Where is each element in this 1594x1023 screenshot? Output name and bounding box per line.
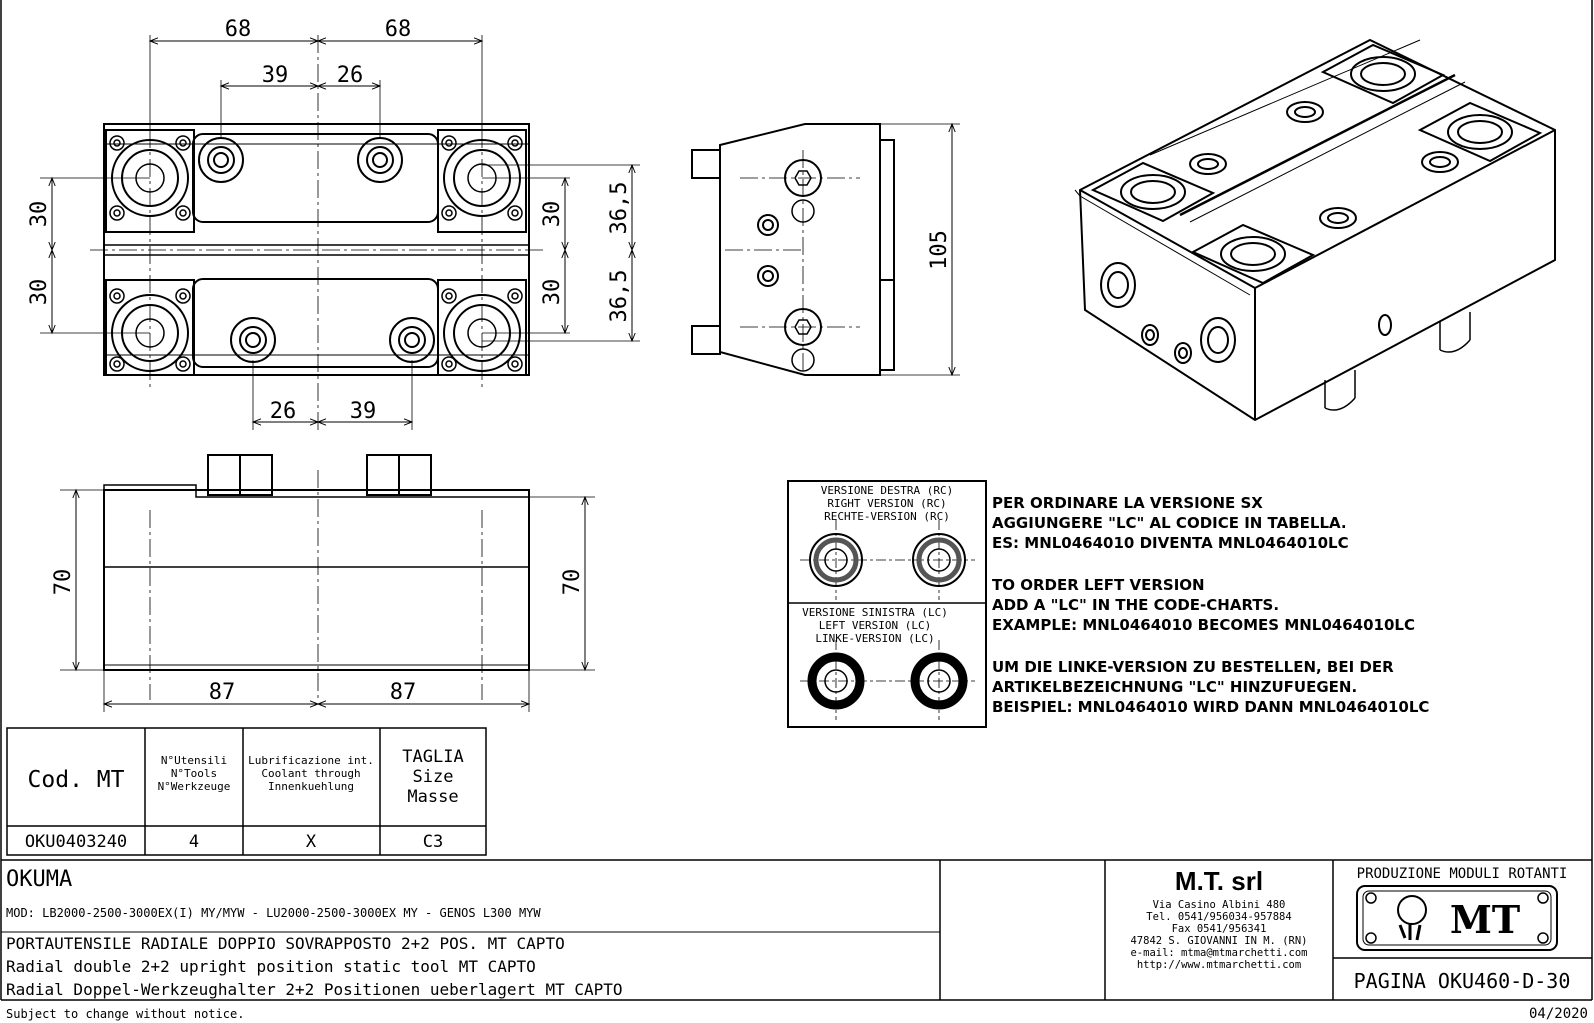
left-version-it: VERSIONE SINISTRA (LC) bbox=[802, 606, 948, 619]
model-list: MOD: LB2000-2500-3000EX(I) MY/MYW - LU20… bbox=[6, 906, 541, 920]
note-it-2: AGGIUNGERE "LC" AL CODICE IN TABELLA. bbox=[992, 514, 1347, 532]
revision-date: 04/2020 bbox=[1529, 1006, 1588, 1022]
company-email: e-mail: mtma@mtmarchetti.com bbox=[1130, 947, 1307, 959]
right-version-en: RIGHT VERSION (RC) bbox=[827, 497, 946, 510]
dim-26-bottom: 26 bbox=[270, 399, 297, 424]
dim-70-right: 70 bbox=[560, 569, 585, 596]
table-header-tools-it: N°Utensili bbox=[161, 754, 227, 767]
description-it: PORTAUTENSILE RADIALE DOPPIO SOVRAPPOSTO… bbox=[6, 934, 565, 953]
side-view bbox=[691, 122, 960, 377]
dim-68-right: 68 bbox=[385, 17, 412, 42]
table-header-size-de: Masse bbox=[407, 787, 458, 807]
top-view bbox=[40, 35, 640, 430]
note-de-1: UM DIE LINKE-VERSION ZU BESTELLEN, BEI D… bbox=[992, 658, 1394, 676]
dim-36-5-top: 36,5 bbox=[607, 182, 632, 235]
dim-26-top: 26 bbox=[337, 63, 364, 88]
note-en-3: EXAMPLE: MNL0464010 BECOMES MNL0464010LC bbox=[992, 616, 1415, 634]
note-it-3: ES: MNL0464010 DIVENTA MNL0464010LC bbox=[992, 534, 1349, 552]
table-header-tools-en: N°Tools bbox=[171, 767, 217, 780]
note-de-3: BEISPIEL: MNL0464010 WIRD DANN MNL046401… bbox=[992, 698, 1429, 716]
brand-okuma: OKUMA bbox=[6, 867, 72, 892]
company-address-city: 47842 S. GIOVANNI IN M. (RN) bbox=[1130, 935, 1307, 947]
left-version-labels: VERSIONE SINISTRA (LC) LEFT VERSION (LC)… bbox=[802, 606, 948, 645]
dim-39-bottom: 39 bbox=[350, 399, 377, 424]
dim-30-right-bottom: 30 bbox=[540, 279, 565, 306]
production-label: PRODUZIONE MODULI ROTANTI bbox=[1357, 866, 1568, 882]
table-cell-tools: 4 bbox=[189, 832, 199, 852]
dim-30-left-bottom: 30 bbox=[27, 279, 52, 306]
company-address-tel: Tel. 0541/956034-957884 bbox=[1146, 911, 1291, 923]
dim-105: 105 bbox=[927, 230, 952, 270]
isometric-view bbox=[1074, 38, 1556, 422]
left-version-en: LEFT VERSION (LC) bbox=[819, 619, 932, 632]
dim-39-top: 39 bbox=[262, 63, 289, 88]
left-version-de: LINKE-VERSION (LC) bbox=[815, 632, 934, 645]
dim-68-left: 68 bbox=[225, 17, 252, 42]
dim-30-left-top: 30 bbox=[27, 201, 52, 228]
spec-table bbox=[6, 727, 487, 856]
right-version-it: VERSIONE DESTRA (RC) bbox=[821, 484, 953, 497]
note-en-1: TO ORDER LEFT VERSION bbox=[992, 576, 1205, 594]
mt-logo: MT bbox=[1450, 897, 1520, 942]
page-number: PAGINA OKU460-D-30 bbox=[1354, 969, 1571, 993]
dim-87-right: 87 bbox=[390, 680, 417, 705]
order-notes: PER ORDINARE LA VERSIONE SX AGGIUNGERE "… bbox=[992, 494, 1429, 716]
table-cell-coolant: X bbox=[306, 832, 317, 852]
dim-36-5-bottom: 36,5 bbox=[607, 270, 632, 323]
company-address-fax: Fax 0541/956341 bbox=[1172, 923, 1267, 935]
table-cell-size: C3 bbox=[423, 832, 443, 852]
note-de-2: ARTIKELBEZEICHNUNG "LC" HINZUFUEGEN. bbox=[992, 678, 1357, 696]
table-header-code: Cod. MT bbox=[28, 767, 125, 793]
table-header-size-it: TAGLIA bbox=[402, 747, 463, 767]
right-version-labels: VERSIONE DESTRA (RC) RIGHT VERSION (RC) … bbox=[821, 484, 953, 523]
note-it-1: PER ORDINARE LA VERSIONE SX bbox=[992, 494, 1263, 512]
company-address-street: Via Casino Albini 480 bbox=[1153, 899, 1286, 911]
dim-87-left: 87 bbox=[209, 680, 236, 705]
dim-70-left: 70 bbox=[51, 569, 76, 596]
title-block bbox=[1, 859, 1592, 1001]
right-version-de: RECHTE-VERSION (RC) bbox=[824, 510, 950, 523]
dim-30-right-top: 30 bbox=[540, 201, 565, 228]
company-name: M.T. srl bbox=[1175, 866, 1263, 896]
version-box bbox=[787, 480, 987, 728]
table-header-coolant-de: Innenkuehlung bbox=[268, 780, 354, 793]
front-view bbox=[60, 454, 595, 712]
table-cell-code: OKU0403240 bbox=[25, 832, 127, 852]
table-header-size-en: Size bbox=[413, 767, 454, 787]
note-en-2: ADD A "LC" IN THE CODE-CHARTS. bbox=[992, 596, 1279, 614]
table-header-tools-de: N°Werkzeuge bbox=[158, 780, 231, 793]
disclaimer: Subject to change without notice. bbox=[6, 1007, 244, 1021]
table-header-coolant-it: Lubrificazione int. bbox=[248, 754, 374, 767]
table-header-coolant-en: Coolant through bbox=[261, 767, 360, 780]
description-en: Radial double 2+2 upright position stati… bbox=[6, 957, 536, 976]
description-de: Radial Doppel-Werkzeughalter 2+2 Positio… bbox=[6, 980, 623, 999]
company-website: http://www.mtmarchetti.com bbox=[1137, 959, 1301, 971]
